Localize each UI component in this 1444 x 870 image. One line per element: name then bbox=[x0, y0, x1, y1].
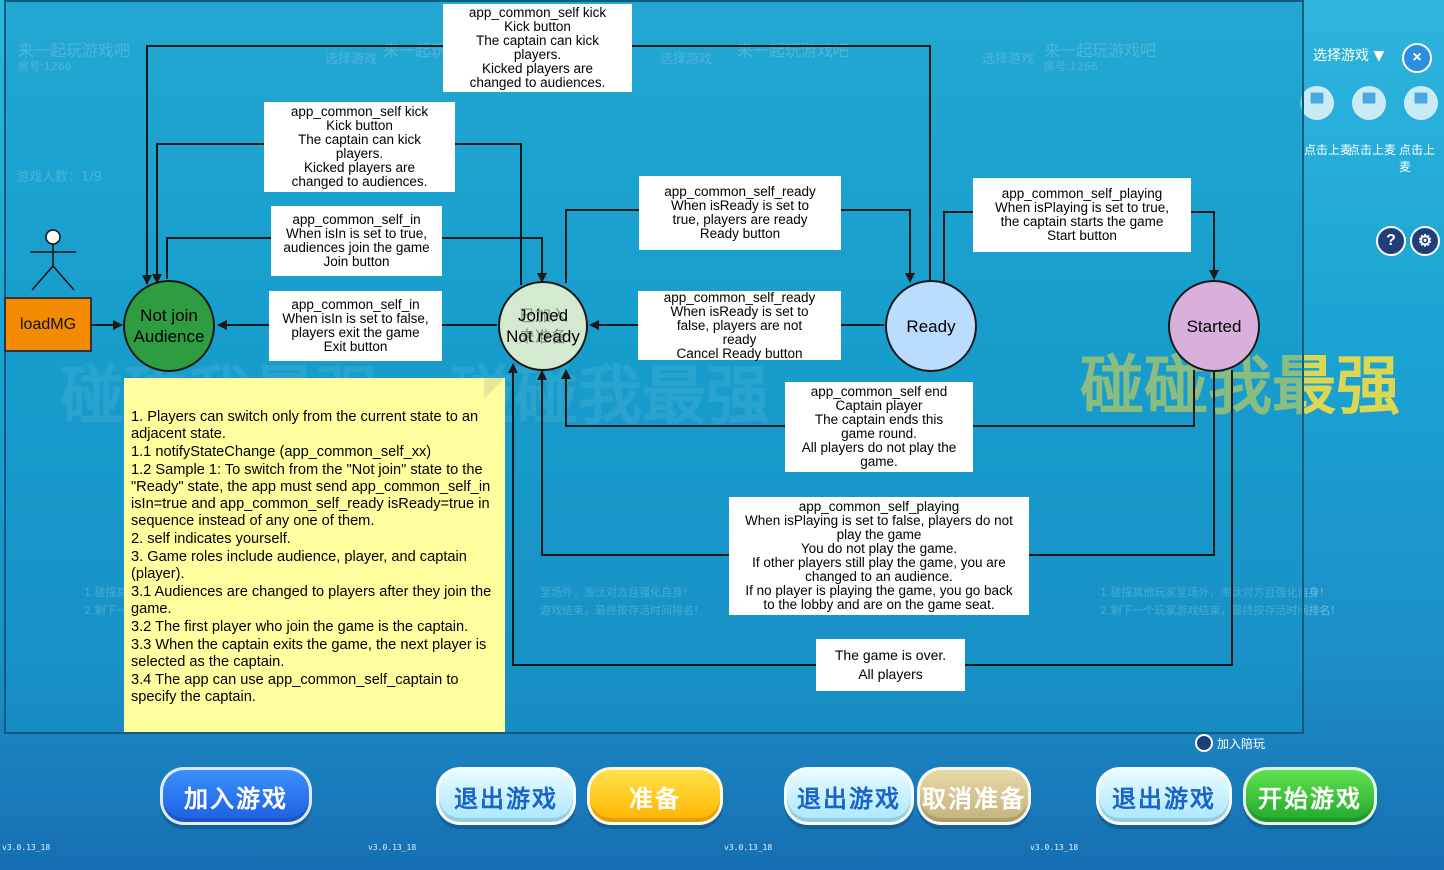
seat-label[interactable]: 点击上麦 bbox=[1399, 143, 1436, 174]
radio-icon bbox=[1195, 734, 1213, 752]
version-label: v3.0.13_18 bbox=[724, 843, 773, 852]
game-tips: 1.碰撞其他玩家至场外，淘汰对方且强化自身! bbox=[1100, 586, 1324, 599]
note-line: 3.2 The first player who join the game i… bbox=[131, 619, 469, 635]
state-ready: Ready bbox=[885, 280, 977, 372]
game-select-dropdown[interactable]: 选择游戏 ▼ bbox=[1313, 48, 1385, 64]
state-joined: Joined Not ready 已加入 未准备 bbox=[498, 281, 588, 371]
exit-game-button[interactable]: 退出游戏 bbox=[436, 767, 576, 825]
seat-chair-icon[interactable]: ▀ bbox=[1404, 86, 1438, 120]
note-line: 1.1 notifyStateChange (app_common_self_x… bbox=[131, 444, 432, 460]
transition-game-over: The game is over.All players bbox=[816, 639, 965, 691]
seat-chair-icon[interactable]: ▀ bbox=[1300, 86, 1334, 120]
exit-game-button[interactable]: 退出游戏 bbox=[1096, 767, 1232, 825]
actor-icon bbox=[30, 229, 76, 291]
state-label: Not join bbox=[140, 306, 198, 325]
help-icon[interactable]: ? bbox=[1376, 226, 1406, 256]
state-label: Started bbox=[1186, 316, 1242, 336]
exit-game-button[interactable]: 退出游戏 bbox=[784, 767, 914, 825]
seat-label[interactable]: 点击上麦 bbox=[1304, 143, 1353, 157]
note-line: 1. Players can switch only from the curr… bbox=[131, 409, 479, 442]
state-label: Ready bbox=[906, 316, 956, 336]
state-started: Started bbox=[1168, 280, 1260, 372]
state-label-overlay: 未准备 bbox=[518, 327, 567, 346]
note-line: 2. self indicates yourself. bbox=[131, 531, 291, 547]
ready-button[interactable]: 准备 bbox=[587, 767, 723, 825]
notes-box: 1. Players can switch only from the curr… bbox=[124, 378, 505, 732]
settings-icon[interactable]: ⚙ bbox=[1410, 226, 1440, 256]
note-line: 3.4 The app can use app_common_self_capt… bbox=[131, 672, 459, 705]
accompany-toggle[interactable]: 加入陪玩 bbox=[1195, 734, 1265, 752]
load-mg-node: loadMG bbox=[4, 297, 92, 352]
state-label: Not ready bbox=[506, 327, 580, 346]
state-not-join: Not join Audience bbox=[123, 280, 215, 372]
game-select: 选择游戏 bbox=[982, 52, 1035, 67]
seat-chair-icon[interactable]: ▀ bbox=[1352, 86, 1386, 120]
note-line: 1.2 Sample 1: To switch from the "Not jo… bbox=[131, 462, 491, 529]
room-id: 房号:1266 bbox=[18, 60, 72, 73]
accompany-label: 加入陪玩 bbox=[1217, 736, 1266, 751]
note-line: 3.1 Audiences are changed to players aft… bbox=[131, 584, 492, 617]
start-game-button[interactable]: 开始游戏 bbox=[1243, 767, 1377, 825]
game-tips: 游戏结束，最终按存活时间排名! bbox=[540, 604, 699, 617]
join-game-button[interactable]: 加入游戏 bbox=[160, 767, 312, 825]
state-label-overlay: 已加入 bbox=[518, 306, 567, 325]
game-tips: 2.剩下一个玩家游戏结束，最终按存活时间排名! bbox=[1100, 604, 1335, 617]
room-title: 来一起玩游戏吧 bbox=[1044, 41, 1157, 60]
close-icon[interactable]: × bbox=[1402, 43, 1432, 73]
note-corner-fold bbox=[484, 378, 505, 399]
game-select: 选择游戏 bbox=[325, 52, 378, 67]
version-label: v3.0.13_18 bbox=[2, 843, 51, 852]
state-label: Audience bbox=[133, 327, 205, 346]
version-label: v3.0.13_18 bbox=[1030, 843, 1079, 852]
room-id: 房号:1266 bbox=[1044, 60, 1098, 73]
player-count: 游戏人数：1/9 bbox=[16, 170, 102, 185]
version-label: v3.0.13_18 bbox=[368, 843, 417, 852]
state-label: Joined bbox=[517, 306, 569, 325]
game-tips: 至场外，淘汰对方且强化自身! bbox=[540, 586, 688, 599]
note-line: 3. Game roles include audience, player, … bbox=[131, 549, 467, 582]
game-select: 选择游戏 bbox=[660, 52, 713, 67]
seat-label[interactable]: 点击上麦 bbox=[1348, 143, 1397, 157]
cancel-ready-button[interactable]: 取消准备 bbox=[917, 767, 1031, 825]
room-title: 来一起玩游戏吧 bbox=[18, 41, 131, 60]
note-line: 3.3 When the captain exits the game, the… bbox=[131, 637, 487, 670]
